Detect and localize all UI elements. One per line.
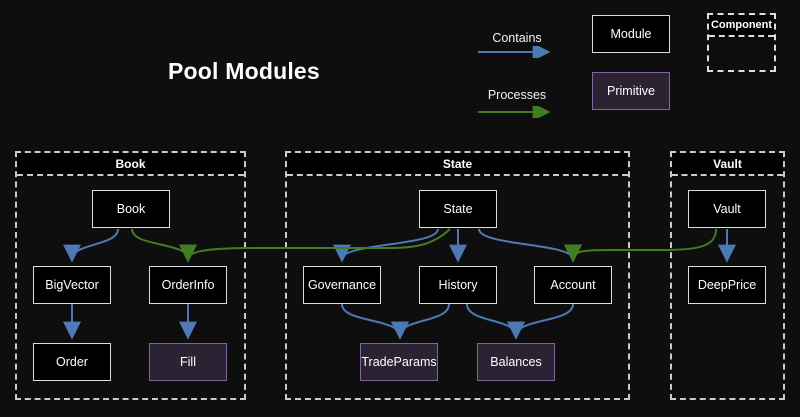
container-book-title: Book <box>17 153 244 176</box>
container-state: State <box>285 151 630 400</box>
legend-processes-label: Processes <box>487 88 547 102</box>
legend-module-label: Module <box>610 27 652 41</box>
node-vault: Vault <box>688 190 766 228</box>
container-book: Book <box>15 151 246 400</box>
container-vault: Vault <box>670 151 785 400</box>
node-bigvector: BigVector <box>33 266 111 304</box>
contains-arrow-icon <box>478 46 551 58</box>
node-orderinfo-label: OrderInfo <box>161 278 215 292</box>
node-account: Account <box>534 266 612 304</box>
node-deepprice: DeepPrice <box>688 266 766 304</box>
legend-component-label: Component <box>709 15 774 37</box>
node-fill-label: Fill <box>180 355 196 369</box>
node-history-label: History <box>438 278 478 292</box>
legend-contains-label: Contains <box>492 31 542 45</box>
node-order-label: Order <box>56 355 88 369</box>
node-vault-label: Vault <box>713 202 741 216</box>
legend-component-box: Component <box>707 13 776 72</box>
node-bigvector-label: BigVector <box>45 278 99 292</box>
processes-arrow-icon <box>478 106 551 118</box>
container-state-title: State <box>287 153 628 176</box>
node-order: Order <box>33 343 111 381</box>
node-deepprice-label: DeepPrice <box>697 278 757 292</box>
node-book: Book <box>92 190 170 228</box>
node-orderinfo: OrderInfo <box>149 266 227 304</box>
node-governance: Governance <box>303 266 381 304</box>
node-tradeparams: TradeParams <box>360 343 438 381</box>
page-title: Pool Modules <box>168 58 320 84</box>
node-state-label: State <box>443 202 473 216</box>
node-account-label: Account <box>550 278 596 292</box>
legend-module-box: Module <box>592 15 670 53</box>
legend-primitive-box: Primitive <box>592 72 670 110</box>
legend-primitive-label: Primitive <box>607 84 655 98</box>
node-history: History <box>419 266 497 304</box>
node-governance-label: Governance <box>307 278 377 292</box>
node-tradeparams-label: TradeParams <box>361 355 437 369</box>
node-balances-label: Balances <box>490 355 542 369</box>
node-balances: Balances <box>477 343 555 381</box>
node-fill: Fill <box>149 343 227 381</box>
node-state: State <box>419 190 497 228</box>
node-book-label: Book <box>116 202 146 216</box>
container-vault-title: Vault <box>672 153 783 176</box>
